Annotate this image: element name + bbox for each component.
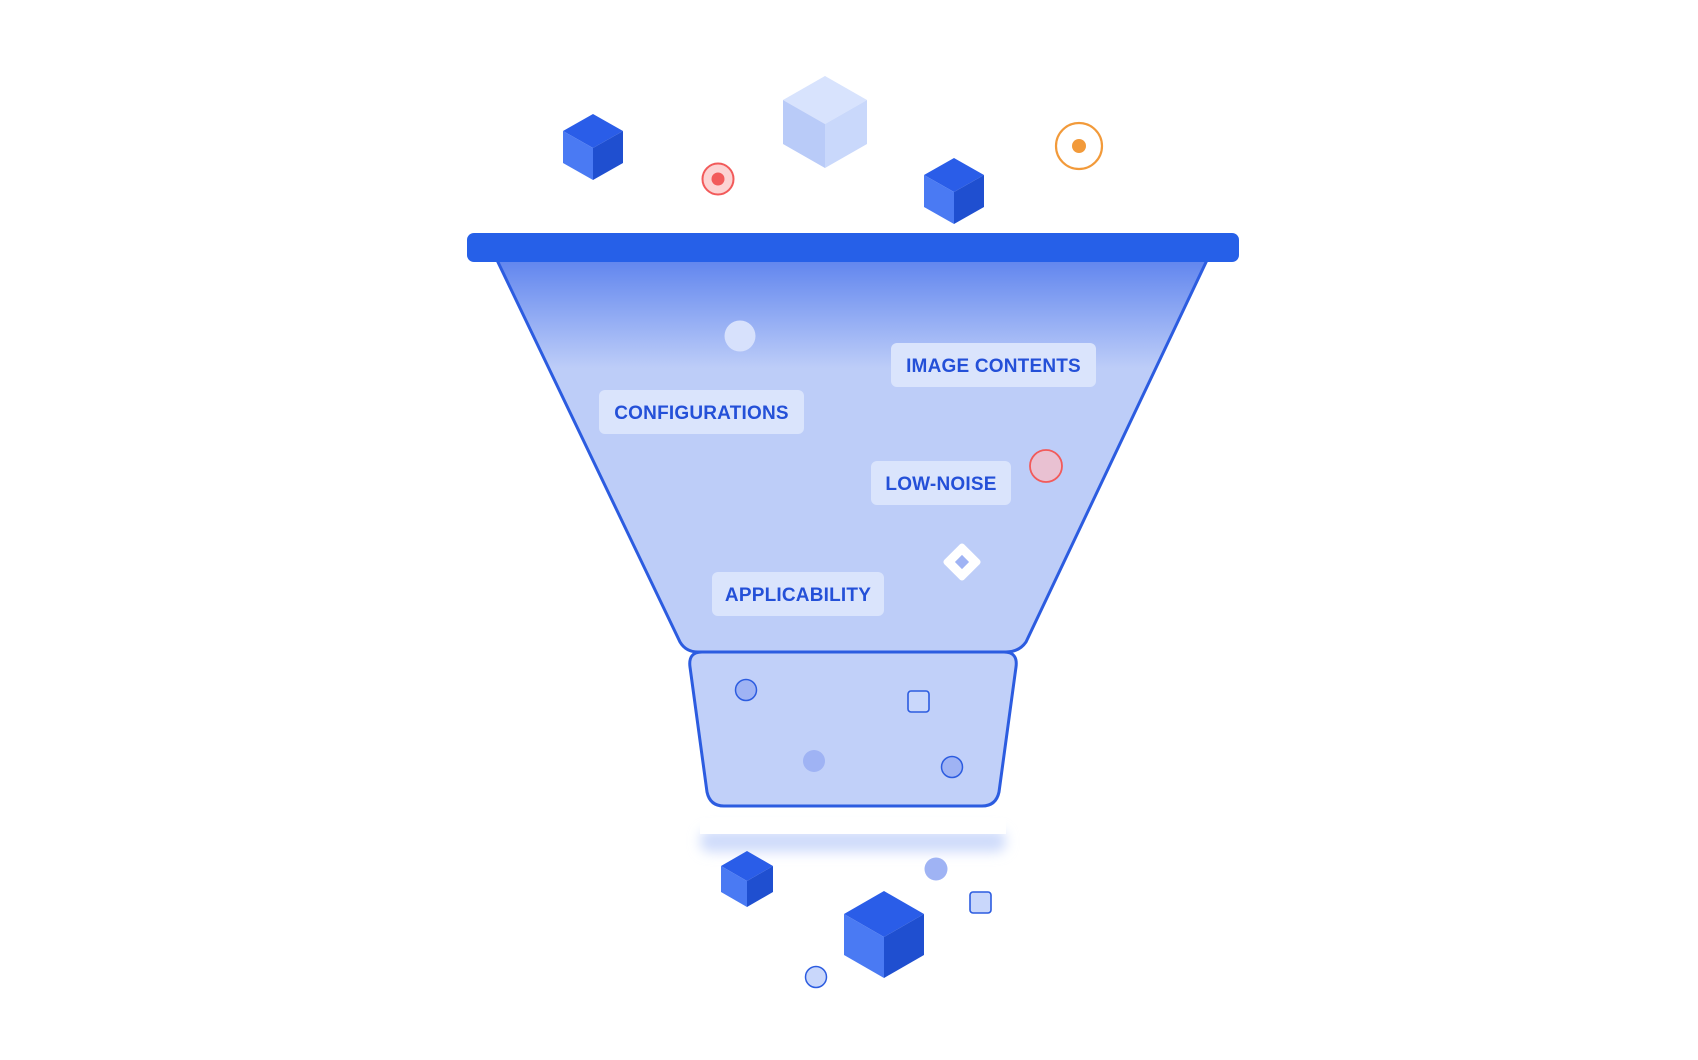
label-low-noise: LOW-NOISE: [871, 461, 1011, 505]
dot-icon: [803, 750, 825, 772]
diamond-icon: [943, 543, 981, 581]
red-target-icon: [701, 162, 735, 196]
label-applicability-text: APPLICABILITY: [725, 585, 871, 606]
orange-target-icon: [1054, 121, 1104, 171]
light-cube-icon: [783, 76, 867, 168]
funnel-shadow: [700, 830, 1006, 852]
label-applicability: APPLICABILITY: [712, 572, 884, 616]
large-cube-icon: [844, 891, 924, 978]
outlined-dot-icon: [804, 965, 828, 989]
light-circle-icon: [724, 320, 756, 352]
label-low-noise-text: LOW-NOISE: [885, 474, 996, 495]
funnel-rim: [467, 233, 1239, 262]
red-circle-icon: [1029, 449, 1063, 483]
dot-icon: [924, 857, 948, 881]
outlined-dot-icon: [940, 755, 964, 779]
label-image-contents-text: IMAGE CONTENTS: [906, 356, 1081, 377]
cube-icon: [721, 851, 773, 907]
label-configurations-text: CONFIGURATIONS: [614, 403, 789, 424]
label-configurations: CONFIGURATIONS: [599, 390, 804, 434]
square-icon: [907, 690, 930, 713]
cube-icon: [924, 158, 984, 224]
funnel-neck: [688, 650, 1018, 808]
cube-icon: [563, 114, 623, 180]
label-image-contents: IMAGE CONTENTS: [891, 343, 1096, 387]
square-icon: [969, 891, 992, 914]
outlined-dot-icon: [734, 678, 758, 702]
